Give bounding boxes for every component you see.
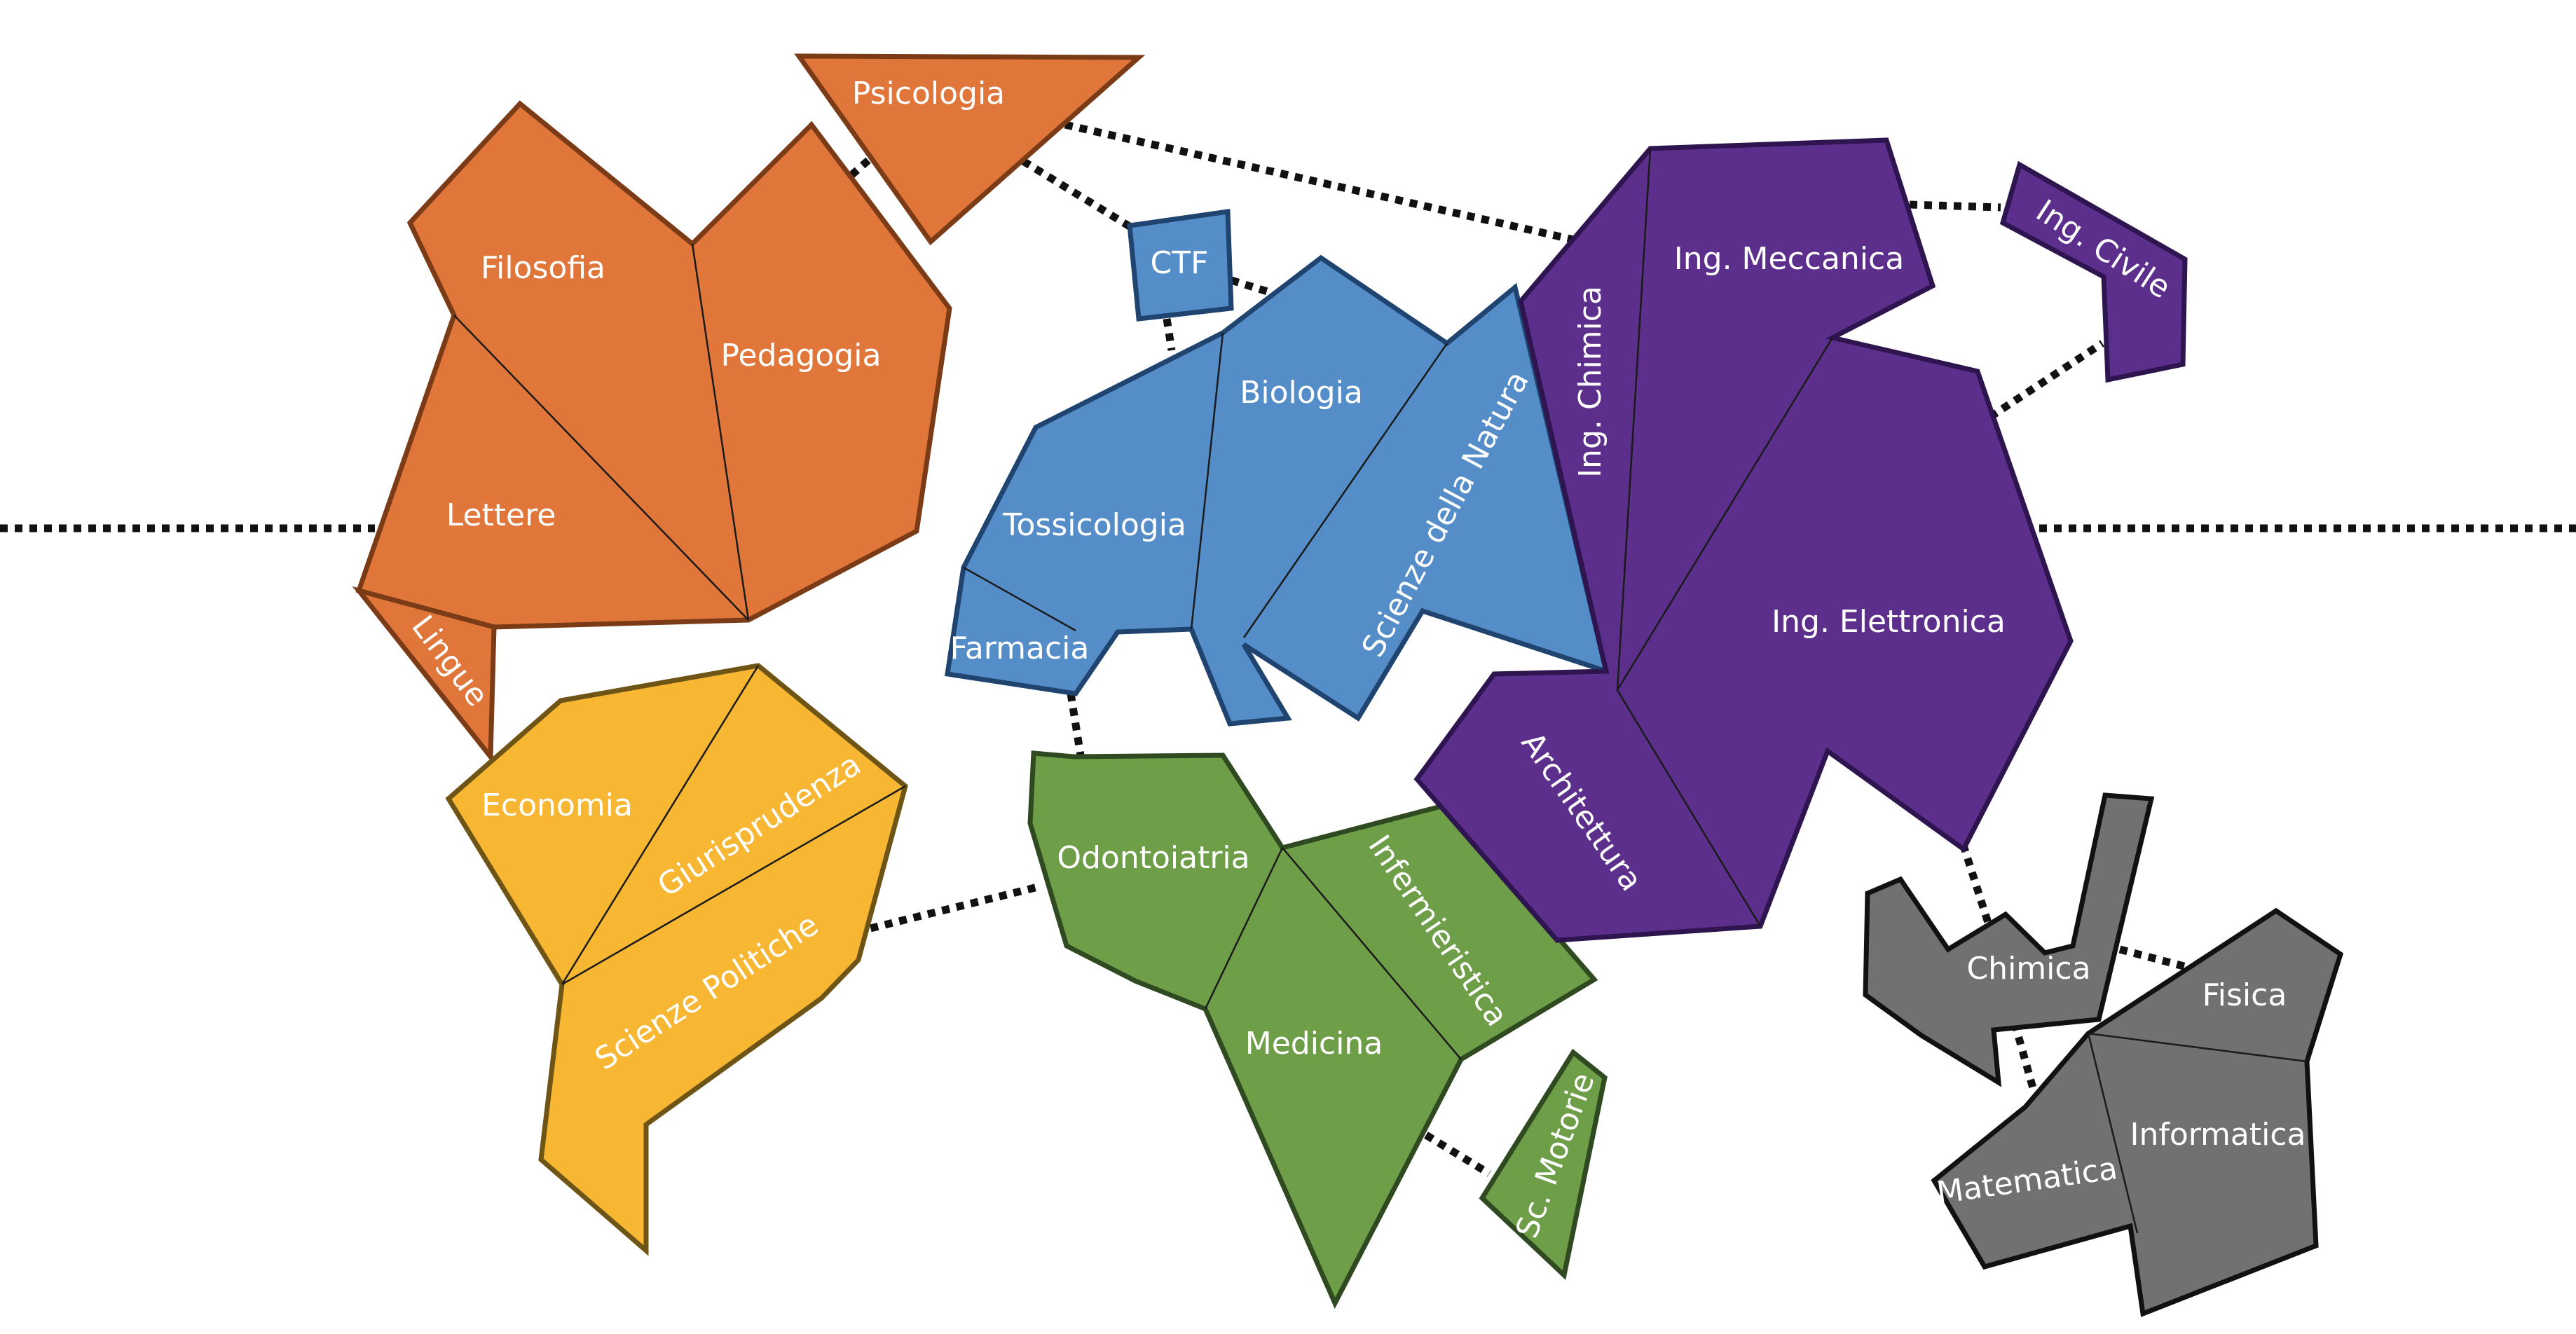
- label-tossicologia: Tossicologia: [1002, 507, 1186, 543]
- humanities-region: [352, 53, 1146, 764]
- engineering-main-region[interactable]: [1413, 137, 2074, 943]
- connector-psicologia-ctf: [1021, 158, 1134, 231]
- economics-region: [445, 663, 908, 1256]
- connector-psicologia-ingchimica: [1064, 121, 1575, 244]
- psicologia-region[interactable]: [794, 53, 1146, 246]
- science-region: [1863, 792, 2344, 1317]
- connector-ctf-biologia-2: [1230, 276, 1273, 297]
- scmotorie-region[interactable]: [1479, 1048, 1608, 1280]
- label-filosofia: Filosofia: [481, 250, 605, 286]
- fisica-informatica-border: [2088, 1032, 2308, 1063]
- filosofia-lettere-border: [453, 315, 749, 621]
- ingmeccanica-ingelettronica-border: [1616, 337, 1834, 691]
- connector-pedagogia-psicologia: [849, 156, 872, 179]
- engineering-region: [1413, 137, 2188, 943]
- label-ing-meccanica: Ing. Meccanica: [1674, 241, 1904, 277]
- ingcivile-region[interactable]: [1999, 160, 2188, 383]
- filosofia-pedagogia-border: [691, 243, 750, 621]
- chimica-region[interactable]: [1863, 792, 2155, 1087]
- biologia-tossicologia-border: [1190, 332, 1224, 630]
- bio-main-region[interactable]: [945, 254, 1610, 727]
- label-informatica: Informatica: [2130, 1117, 2306, 1153]
- matematica-informatica-border: [2087, 1033, 2139, 1234]
- label-odontoiatria: Odontoiatria: [1057, 840, 1249, 876]
- biologia-natura-border: [1242, 343, 1448, 638]
- bio-region: [945, 208, 1610, 727]
- label-medicina: Medicina: [1245, 1026, 1383, 1061]
- infermieristica-medicina-border: [1282, 847, 1462, 1060]
- odontoiatria-medicina-border: [1204, 847, 1284, 1010]
- label-ing-chimica: Ing. Chimica: [1573, 286, 1608, 478]
- label-ctf: CTF: [1151, 245, 1209, 281]
- connector-farmacia-odontoiatria: [1067, 693, 1085, 756]
- label-psicologia: Psicologia: [852, 76, 1005, 111]
- label-farmacia: Farmacia: [950, 631, 1090, 666]
- economics-main-region[interactable]: [445, 663, 908, 1256]
- connector-scpolitiche-odontoiatria: [855, 882, 1042, 936]
- label-biologia: Biologia: [1240, 375, 1363, 411]
- ctf-region[interactable]: [1127, 208, 1234, 322]
- tossicologia-farmacia-border: [963, 566, 1076, 632]
- connector-ctf-biologia: [1163, 318, 1176, 351]
- label-chimica: Chimica: [1966, 951, 2090, 986]
- label-fisica: Fisica: [2202, 977, 2287, 1013]
- ingchimica-ingelettronica-border: [1616, 148, 1652, 691]
- science-main-region[interactable]: [1931, 907, 2344, 1317]
- connector-chimica-fisica: [2118, 945, 2188, 971]
- lingue-region[interactable]: [352, 586, 497, 764]
- label-lettere: Lettere: [446, 497, 556, 533]
- label-economia: Economia: [481, 788, 633, 823]
- connector-ingelettronica-ingcivile: [1987, 340, 2105, 420]
- label-ing-elettronica: Ing. Elettronica: [1772, 604, 2006, 640]
- label-pedagogia: Pedagogia: [721, 338, 882, 373]
- connector-chimica-matematica: [2010, 1022, 2039, 1094]
- medical-region: [1027, 750, 1608, 1309]
- giurisprudenza-scpolitiche-border: [561, 785, 906, 986]
- architettura-border: [1616, 689, 1762, 927]
- connector-medicina-scmotorie: [1424, 1132, 1491, 1177]
- economia-giurisprudenza-border: [561, 665, 760, 985]
- connector-ingmeccanica-ingcivile: [1909, 200, 2001, 212]
